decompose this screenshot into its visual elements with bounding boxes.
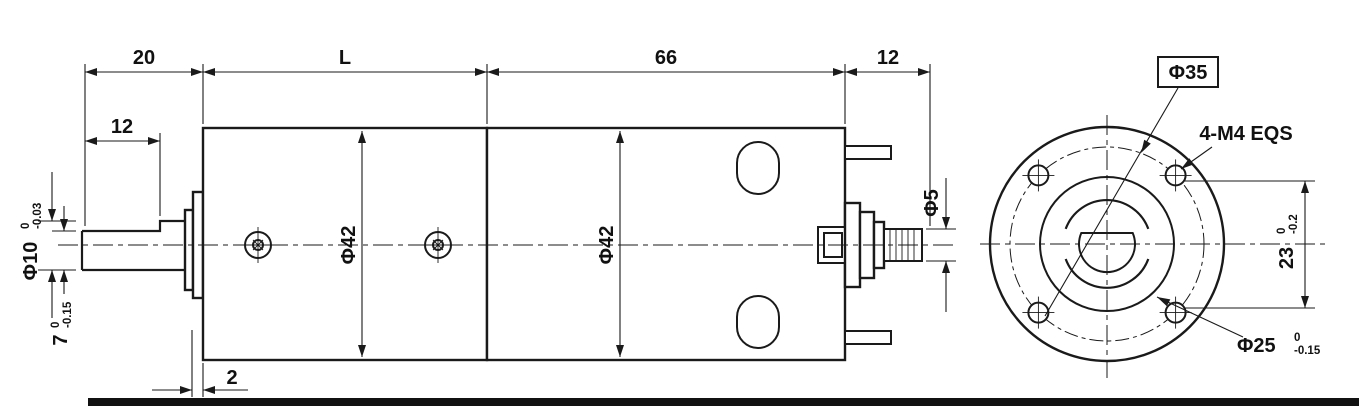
callout-mounting-holes: 4-M4 EQS (1180, 123, 1293, 170)
motor-vent-slots (736, 141, 780, 349)
dimension-rear-shaft-diameter: Φ5 (921, 178, 956, 312)
dim-phi35-label: Φ35 (1169, 62, 1208, 84)
dim-12-flat-label: 12 (111, 116, 133, 138)
callout-pilot-diameter: Φ25 0 -0.15 (1156, 296, 1321, 357)
side-view: 20 L 66 12 12 Φ42 Φ42 (20, 47, 958, 397)
dim-7-label: 7 (50, 334, 72, 345)
dim-66-label: 66 (655, 47, 677, 69)
dim-phi10-tol-upper: 0 (20, 223, 32, 229)
gearbox-screw-left (240, 227, 276, 263)
dim-phi25-tol-lower: -0.15 (1294, 345, 1321, 357)
d-shaft-profile (1078, 232, 1136, 274)
dimension-top-chain: 20 L 66 12 (84, 47, 931, 226)
dim-23-tol-upper: 0 (1276, 228, 1288, 234)
callout-bolt-circle: Φ35 (1044, 56, 1219, 317)
dim-phi10-tol-lower: -0.03 (32, 203, 44, 229)
front-view: Φ35 4-M4 EQS 23 0 -0.2 Φ25 0 (980, 56, 1325, 378)
dim-L-label: L (339, 47, 351, 69)
dim-7-tol-upper: 0 (50, 322, 62, 328)
dim-phi42-motor-label: Φ42 (596, 226, 618, 265)
dim-2-label: 2 (226, 367, 237, 389)
dim-20-label: 20 (133, 47, 155, 69)
dimension-front-plate: 2 (152, 330, 248, 397)
dimension-width-23: 23 0 -0.2 (1185, 180, 1315, 309)
dim-phi10-label: Φ10 (20, 242, 42, 281)
dim-phi25-tol-upper: 0 (1294, 332, 1300, 344)
dim-7-tol-lower: -0.15 (62, 301, 74, 328)
dim-23-label: 23 (1276, 247, 1298, 269)
output-shaft (80, 219, 187, 272)
dim-phi42-gearbox-label: Φ42 (338, 226, 360, 265)
dimension-motor-diameter: Φ42 (596, 131, 624, 357)
dim-phi5-label: Φ5 (921, 189, 943, 217)
title-block-edge (88, 398, 1359, 406)
motor-terminals (844, 145, 892, 345)
mounting-holes (1022, 159, 1192, 329)
motor-body (485, 126, 847, 362)
gearbox-screw-right (420, 227, 456, 263)
dimension-flat-length: 12 (85, 116, 161, 216)
dim-23-tol-lower: -0.2 (1288, 214, 1300, 234)
dimension-shaft-diameter: Φ10 0 -0.03 (20, 172, 76, 318)
dim-4m4-label: 4-M4 EQS (1199, 123, 1292, 145)
dim-phi25-label: Φ25 (1237, 335, 1276, 357)
dimension-flat-height: 7 0 -0.15 (50, 206, 76, 346)
dimension-gearbox-diameter: Φ42 (338, 131, 366, 357)
dim-12-rear-label: 12 (877, 47, 899, 69)
